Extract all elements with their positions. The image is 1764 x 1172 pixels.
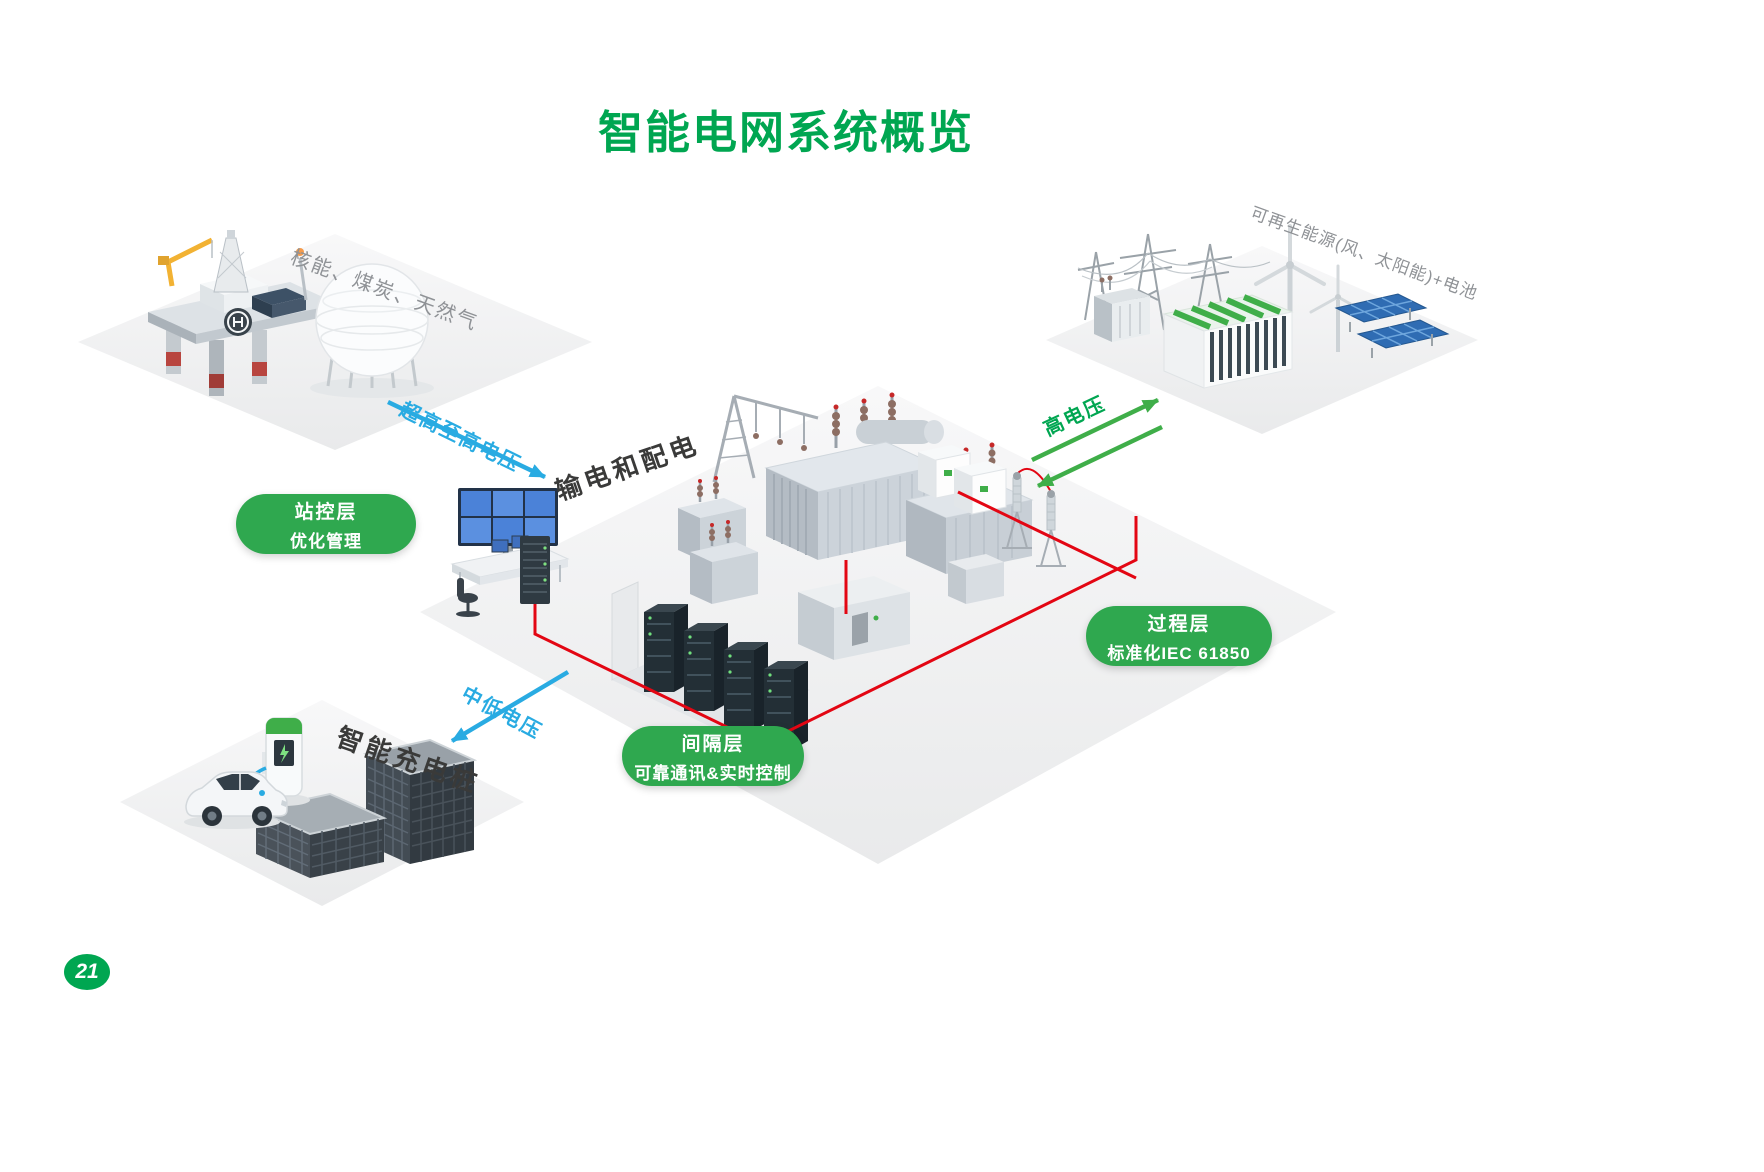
badge-station-line1: 站控层 xyxy=(294,501,358,523)
substation-building xyxy=(798,576,910,660)
badge-bay-line2: 可靠通讯&实时控制 xyxy=(634,763,792,783)
crane xyxy=(158,237,214,287)
auxiliary-cabinet xyxy=(948,554,1004,604)
operator-chair xyxy=(456,578,480,617)
oil-platform xyxy=(148,230,338,396)
flow-arrows xyxy=(387,397,1163,743)
disconnector-switches xyxy=(1002,468,1066,567)
ev-charging-illustration xyxy=(120,700,524,906)
lightning-bolt-icon xyxy=(280,744,289,763)
badge-bay-level: 间隔层 可靠通讯&实时控制 xyxy=(622,726,804,786)
gantry-tower xyxy=(712,394,819,483)
badge-process-line2: 标准化IEC 61850 xyxy=(1107,643,1251,663)
mlv-arrow xyxy=(450,670,570,743)
helipad xyxy=(224,308,252,336)
substation-illustration xyxy=(420,386,1336,864)
slide-title: 智能电网系统概览 xyxy=(597,107,974,158)
hv-arrow-up xyxy=(1031,397,1159,463)
server-room xyxy=(611,581,810,749)
badge-station-level: 站控层 优化管理 xyxy=(236,494,416,554)
scada-server-cabinet xyxy=(520,536,550,604)
control-room xyxy=(450,488,570,617)
renewables-transformer xyxy=(1094,275,1150,342)
badge-process-level: 过程层 标准化IEC 61850 xyxy=(1086,606,1272,666)
badge-bay-line1: 间隔层 xyxy=(681,733,745,755)
badge-process-line1: 过程层 xyxy=(1147,613,1211,635)
distribution-transformers xyxy=(678,476,758,604)
solar-panels xyxy=(1334,293,1450,358)
flare-flame xyxy=(296,248,304,256)
ehv-arrow xyxy=(387,399,546,480)
gas-storage-sphere xyxy=(310,263,434,398)
renewables-illustration xyxy=(1046,224,1478,434)
page-number-badge: 21 xyxy=(64,954,110,990)
battery-storage xyxy=(1162,294,1294,389)
electric-car xyxy=(184,771,288,829)
badge-station-line2: 优化管理 xyxy=(290,531,362,551)
hv-arrow-down xyxy=(1037,424,1163,489)
charge-port xyxy=(259,790,265,796)
fossil-plant-illustration xyxy=(78,230,592,450)
